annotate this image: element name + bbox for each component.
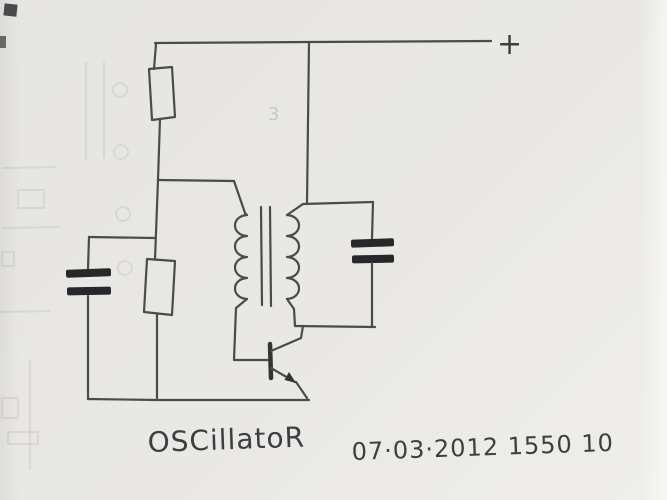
transformer-core (259, 205, 264, 307)
secondary-bottom-wire (293, 324, 377, 329)
capacitor-1 (65, 235, 157, 401)
resistor-1 (147, 65, 177, 122)
ground-return-wire (86, 397, 311, 402)
power-rail-wire (153, 39, 493, 45)
collector-supply-wire (305, 40, 311, 205)
resistor-2 (142, 257, 177, 317)
capacitor-2 (301, 200, 395, 328)
bleed-through-artifacts (0, 62, 133, 470)
caption-oscillator: OSCillatoR (147, 421, 305, 459)
transformer (232, 179, 305, 362)
transistor-collector-lead (269, 324, 305, 353)
scan-edge-marks (0, 3, 18, 48)
transformer-core (268, 205, 273, 308)
emitter-arrowhead (284, 372, 296, 383)
transistor-base-bar (267, 341, 274, 381)
faint-pencil-mark: 3 (268, 104, 279, 125)
caption-date: 07·03·2012 1550 10 (351, 429, 614, 466)
transistor (267, 324, 309, 400)
plus-terminal-label: + (497, 27, 522, 62)
transformer-primary-winding (233, 213, 249, 301)
left-rail-wires (152, 42, 236, 401)
transformer-secondary-winding (285, 213, 301, 301)
